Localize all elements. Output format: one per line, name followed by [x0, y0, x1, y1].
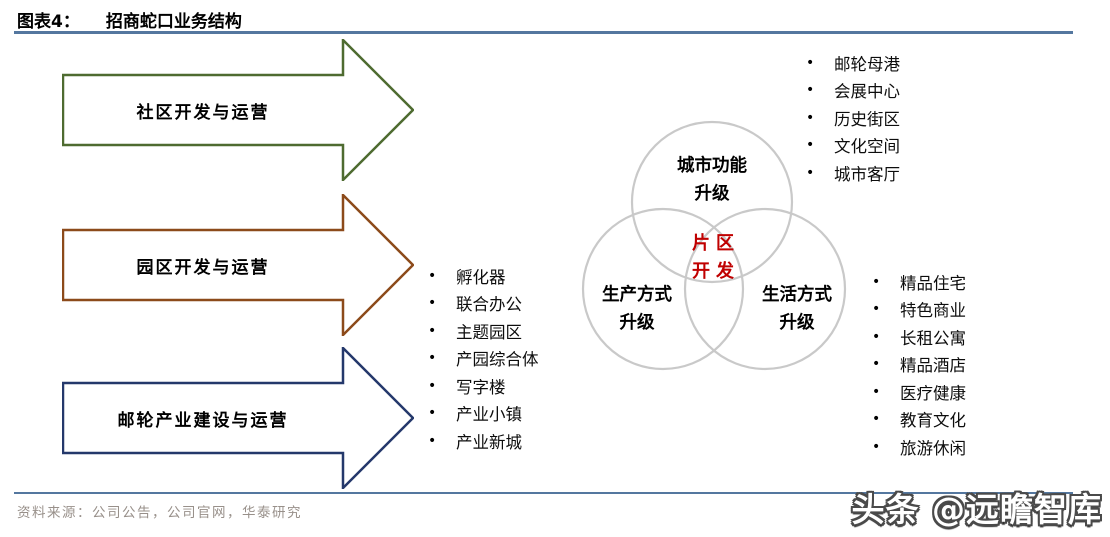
list-item-label: 教育文化: [900, 411, 966, 431]
list-item-label: 产业小镇: [456, 405, 522, 425]
list-city-function: • 邮轮母港 • 会展中心 • 历史街区 • 文化空间 • 城市客厅: [806, 49, 900, 187]
bullet-icon: •: [872, 383, 881, 400]
bullet-icon: •: [872, 411, 881, 428]
arrow-shape-park: [62, 194, 414, 336]
venn-label-production: 生产方式 升级: [567, 281, 707, 337]
bullet-icon: •: [806, 109, 815, 126]
list-item: • 精品住宅: [872, 268, 966, 296]
watermark: 头条 @远瞻智库: [851, 490, 1102, 529]
page-title: 招商蛇口业务结构: [105, 12, 242, 32]
list-item-label: 会展中心: [834, 82, 900, 102]
venn-label-line: 生活方式: [762, 285, 832, 305]
bullet-icon: •: [428, 350, 437, 367]
list-item-label: 长租公寓: [900, 328, 966, 348]
list-item: • 会展中心: [806, 77, 900, 105]
list-item-label: 城市客厅: [834, 164, 900, 184]
list-item: • 教育文化: [872, 406, 966, 434]
bullet-icon: •: [806, 164, 815, 181]
list-item-label: 精品酒店: [900, 356, 966, 376]
bullet-icon: •: [428, 267, 437, 284]
list-item: • 文化空间: [806, 132, 900, 160]
list-item: • 产园综合体: [428, 345, 539, 373]
list-item-label: 旅游休闲: [900, 438, 966, 458]
venn-label-line: 生产方式: [602, 285, 672, 305]
arrow-park-label: 园区开发与运营: [136, 257, 270, 278]
arrow-outline: [62, 39, 414, 181]
list-item-label: 精品住宅: [900, 273, 966, 293]
venn-label-line: 升级: [694, 184, 730, 204]
list-item-label: 文化空间: [834, 137, 900, 157]
venn-circle-right: [683, 207, 847, 371]
list-item-label: 产业新城: [456, 432, 522, 452]
list-production: • 孵化器 • 联合办公 • 主题园区 • 产园综合体 • 写字楼 • 产业小镇…: [428, 262, 539, 455]
list-item: • 长租公寓: [872, 323, 966, 351]
list-lifestyle: • 精品住宅 • 特色商业 • 长租公寓 • 精品酒店 • 医疗健康 • 教育文…: [872, 268, 966, 461]
venn-center-line: 片区: [692, 233, 740, 254]
list-item: • 产业小镇: [428, 400, 539, 428]
list-item: • 孵化器: [428, 262, 539, 290]
bullet-icon: •: [806, 54, 815, 71]
arrow-shape-cruise: [62, 347, 414, 489]
arrow-community: 社区开发与运营: [62, 39, 414, 181]
source-note: 资料来源：公司公告，公司官网，华泰研究: [17, 505, 302, 521]
list-item: • 主题园区: [428, 317, 539, 345]
arrow-outline: [62, 194, 414, 336]
bullet-icon: •: [428, 405, 437, 422]
bullet-icon: •: [872, 301, 881, 318]
venn-circle-left: [581, 207, 745, 371]
footer-divider: [14, 492, 1073, 494]
list-item: • 历史街区: [806, 104, 900, 132]
list-item: • 产业新城: [428, 427, 539, 455]
arrow-cruise-label: 邮轮产业建设与运营: [117, 410, 289, 431]
bullet-icon: •: [428, 432, 437, 449]
list-item-label: 孵化器: [456, 267, 506, 287]
list-item-label: 历史街区: [834, 109, 900, 129]
list-item-label: 邮轮母港: [834, 54, 900, 74]
list-item: • 特色商业: [872, 296, 966, 324]
list-item-label: 写字楼: [456, 377, 506, 397]
list-item: • 旅游休闲: [872, 433, 966, 461]
venn-label-line: 城市功能: [677, 156, 747, 176]
list-item: • 联合办公: [428, 290, 539, 318]
bullet-icon: •: [872, 438, 881, 455]
list-item: • 城市客厅: [806, 159, 900, 187]
figure-label: 图表4：: [17, 12, 80, 32]
arrow-shape-community: [62, 39, 414, 181]
header-divider: [14, 31, 1073, 34]
list-item-label: 医疗健康: [900, 383, 966, 403]
venn-center-line: 开发: [692, 261, 740, 282]
arrow-park: 园区开发与运营: [62, 194, 414, 336]
bullet-icon: •: [806, 137, 815, 154]
list-item-label: 联合办公: [456, 295, 522, 315]
venn-diagram: [581, 120, 847, 371]
venn-center-label: 片区 开发: [653, 230, 773, 286]
bullet-icon: •: [806, 82, 815, 99]
list-item: • 精品酒店: [872, 351, 966, 379]
arrow-community-label: 社区开发与运营: [136, 102, 270, 123]
venn-label-line: 升级: [619, 313, 655, 333]
venn-circle-top: [630, 120, 794, 284]
venn-label-lifestyle: 生活方式 升级: [727, 281, 867, 337]
bullet-icon: •: [872, 356, 881, 373]
figure-header: 图表4： 招商蛇口业务结构: [17, 7, 242, 32]
venn-label-line: 升级: [779, 313, 815, 333]
list-item: • 写字楼: [428, 372, 539, 400]
arrow-outline: [62, 347, 414, 489]
arrow-cruise: 邮轮产业建设与运营: [62, 347, 414, 489]
venn-label-city-function: 城市功能 升级: [642, 152, 782, 208]
list-item: • 邮轮母港: [806, 49, 900, 77]
bullet-icon: •: [428, 322, 437, 339]
bullet-icon: •: [428, 295, 437, 312]
list-item: • 医疗健康: [872, 378, 966, 406]
bullet-icon: •: [872, 273, 881, 290]
list-item-label: 主题园区: [456, 322, 522, 342]
list-item-label: 产园综合体: [456, 350, 539, 370]
bullet-icon: •: [872, 328, 881, 345]
list-item-label: 特色商业: [900, 301, 966, 321]
bullet-icon: •: [428, 377, 437, 394]
